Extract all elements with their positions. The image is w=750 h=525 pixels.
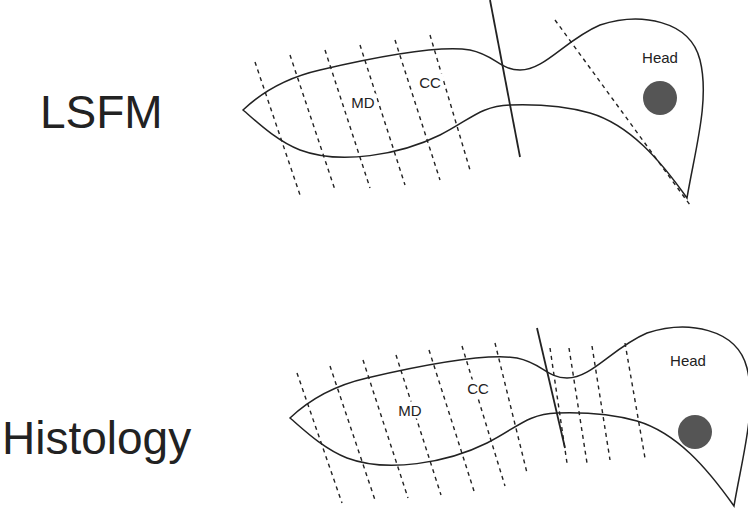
panel-label: Histology	[2, 412, 191, 464]
region-label: CC	[465, 380, 491, 397]
nucleus	[643, 81, 677, 115]
section-line	[330, 366, 375, 500]
section-line	[495, 343, 527, 473]
section-line	[430, 35, 470, 170]
section-line	[360, 45, 405, 185]
section-line	[569, 348, 587, 463]
tissue-outline: MD CC Head	[270, 315, 748, 525]
tissue-outline: MD CC Head	[230, 0, 720, 215]
section-line	[592, 346, 610, 460]
region-label: MD	[349, 94, 376, 111]
nucleus	[678, 415, 712, 449]
region-label: MD	[396, 402, 423, 419]
section-line	[290, 55, 335, 190]
outline-drawing	[270, 315, 748, 525]
region-label: Head	[668, 352, 708, 369]
section-line	[395, 40, 440, 180]
cut-line	[537, 328, 565, 448]
panel-label: LSFM	[40, 86, 163, 138]
section-line	[462, 346, 505, 486]
outline-drawing	[230, 0, 720, 215]
cut-line	[490, 0, 520, 157]
section-line	[555, 20, 690, 205]
region-label: CC	[417, 74, 443, 91]
section-line	[255, 62, 300, 195]
outline	[290, 327, 748, 506]
section-line	[429, 350, 474, 491]
section-line	[297, 373, 342, 503]
section-line	[325, 50, 370, 188]
outline	[243, 19, 703, 198]
section-line	[625, 343, 645, 458]
section-line	[396, 355, 441, 495]
region-label: Head	[640, 49, 680, 66]
section-line	[363, 360, 408, 498]
